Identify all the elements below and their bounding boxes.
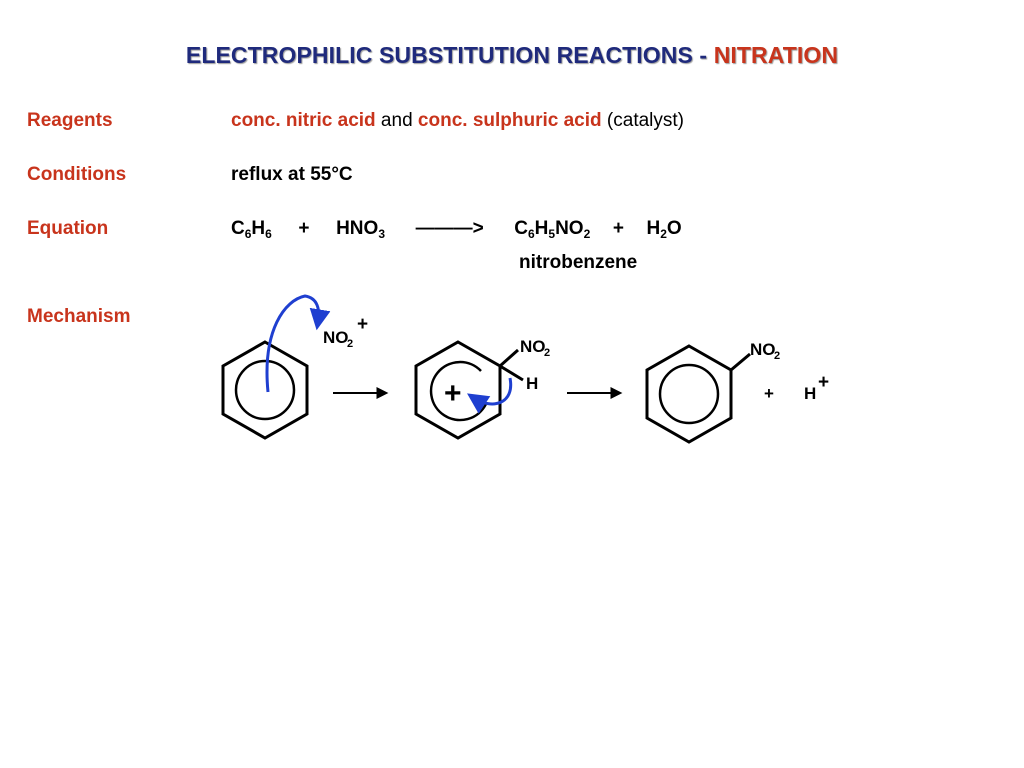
nitrobenzene-product: NO 2 [645, 340, 780, 444]
svg-text:NO: NO [750, 340, 776, 359]
reagents-value: conc. nitric acid and conc. sulphuric ac… [231, 110, 684, 132]
mechanism-label: Mechanism [27, 306, 131, 327]
eq-arrow: ———> [415, 218, 484, 239]
conditions-value: reflux at 55°C [231, 164, 353, 185]
svg-text:2: 2 [774, 350, 780, 362]
svg-text:+: + [444, 377, 462, 410]
svg-text:2: 2 [347, 338, 353, 350]
page-title: ELECTROPHILIC SUBSTITUTION REACTIONS - N… [0, 42, 1024, 69]
eq-plus-2: + [612, 218, 624, 239]
equation-label: Equation [27, 218, 109, 239]
reagent-catalyst: (catalyst) [601, 110, 684, 131]
svg-text:+: + [818, 372, 829, 393]
curly-arrow-deprotonation [467, 377, 513, 414]
curly-arrow-attack [265, 294, 331, 393]
svg-text:NO: NO [323, 328, 349, 347]
reagent-nitric: conc. nitric acid [231, 110, 376, 131]
svg-text:2: 2 [544, 347, 550, 359]
reagents-label: Reagents [27, 110, 113, 131]
reagent-sulphuric: conc. sulphuric acid [417, 110, 602, 131]
product-name: nitrobenzene [519, 252, 638, 273]
eq-plus-1: + [298, 218, 310, 239]
eq-reactant-nitric: HNO3 [336, 218, 385, 241]
eq-reactant-benzene: C6H6 [231, 218, 272, 241]
svg-text:+: + [764, 384, 774, 403]
benzene-ring-reactant [221, 340, 309, 440]
title-accent: NITRATION [713, 42, 839, 68]
reagent-and: and [375, 110, 418, 131]
conditions-label: Conditions [27, 164, 127, 185]
electrophile-no2: NO 2 + [323, 314, 368, 350]
eq-product-nitrobenzene: C6H5NO2 [514, 218, 591, 241]
svg-text:NO: NO [520, 337, 546, 356]
svg-text:H: H [526, 374, 538, 393]
eq-product-water: H2O [646, 218, 682, 241]
wheland-intermediate: NO 2 H + [414, 337, 550, 440]
svg-text:H: H [804, 384, 816, 403]
proton-byproduct: + H + [764, 372, 829, 403]
svg-text:+: + [357, 314, 368, 335]
title-main: ELECTROPHILIC SUBSTITUTION REACTIONS - [185, 42, 714, 68]
equation-value: C6H6 + HNO3 ———> C6H5NO2 + H2O [231, 218, 682, 240]
